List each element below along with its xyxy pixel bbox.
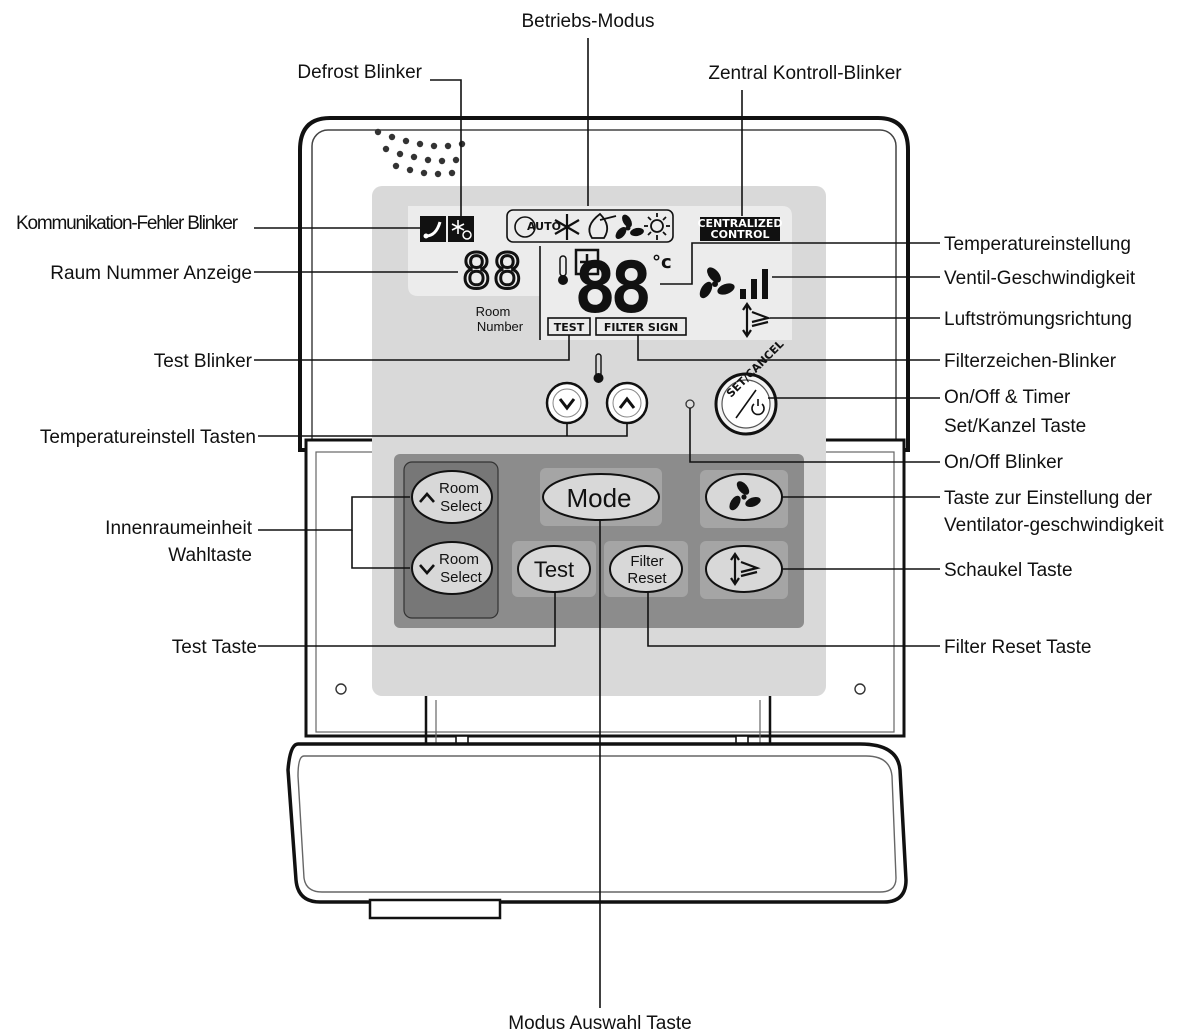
room-number-label-1: Room (476, 304, 511, 319)
swing-icon (742, 302, 772, 338)
label-innenraumeinheit-2: Wahltaste (168, 545, 252, 566)
label-onoff-timer-1: On/Off & Timer (944, 387, 1071, 408)
centralized-label-2: CONTROL (711, 228, 770, 241)
speaker-grille (374, 128, 466, 178)
mode-button-label: Mode (566, 483, 631, 513)
label-luftstroemungsrichtung: Luftströmungsrichtung (944, 309, 1132, 330)
label-modus-auswahl-taste: Modus Auswahl Taste (508, 1013, 691, 1034)
fan-icon (699, 267, 735, 299)
temperature-unit: °c (652, 252, 672, 273)
fan-icon (729, 481, 761, 511)
thermometer-icon (558, 255, 568, 285)
auto-mode-icon: AUTO (514, 216, 561, 238)
chevron-down-icon (419, 564, 435, 575)
room-select-down-label-1: Room (439, 551, 479, 568)
cover-lid (286, 742, 908, 904)
label-ventilator-2: Ventilator-geschwindigkeit (944, 515, 1164, 536)
label-innenraumeinheit-1: Innenraumeinheit (105, 518, 253, 539)
label-raum-nummer-anzeige: Raum Nummer Anzeige (50, 263, 252, 284)
label-temperatureinstell-tasten: Temperatureinstell Tasten (40, 427, 256, 448)
label-filter-reset-taste: Filter Reset Taste (944, 637, 1091, 658)
chevron-down-icon (558, 398, 576, 411)
temp-down-button[interactable] (545, 381, 589, 425)
fan-mode-icon (615, 214, 644, 239)
centralized-control-badge: CENTRALIZED CONTROL (697, 217, 783, 241)
room-select-down-label-2: Select (440, 569, 483, 586)
remote-controller: AUTO (286, 116, 910, 920)
label-defrost-blinker: Defrost Blinker (297, 62, 422, 83)
mode-icons-frame: AUTO (506, 209, 674, 243)
label-schaukel-taste: Schaukel Taste (944, 560, 1073, 581)
power-icon (751, 399, 765, 416)
room-number-label-2: Number (477, 319, 524, 334)
cover-lid-inner (297, 755, 897, 893)
label-temperatureinstellung: Temperatureinstellung (944, 234, 1131, 255)
label-onoff-blinker: On/Off Blinker (944, 452, 1064, 473)
room-select-up-button[interactable]: Room Select (411, 470, 493, 524)
filter-reset-button[interactable]: Filter Reset (609, 545, 683, 593)
swing-button[interactable] (705, 545, 783, 593)
label-zentral-kontroll-blinker: Zentral Kontroll-Blinker (708, 63, 902, 84)
onoff-led (685, 399, 695, 409)
chevron-up-icon (618, 396, 636, 409)
plus-minus-icon (574, 248, 600, 276)
snowflake-icon (448, 216, 474, 242)
label-ventilator-1: Taste zur Einstellung der (944, 488, 1153, 509)
mode-button[interactable]: Mode (542, 473, 660, 521)
auto-mode-label: AUTO (527, 220, 561, 233)
temp-button-thermometer-icon (593, 353, 604, 383)
swing-icon (730, 552, 761, 586)
label-ventil-geschwindigkeit: Ventil-Geschwindigkeit (944, 268, 1136, 289)
label-kommunikation-fehler-blinker: Kommunikation-Fehler Blinker (16, 213, 239, 234)
cool-mode-icon (554, 214, 580, 240)
filter-sign-label: FILTER SIGN (604, 321, 678, 334)
label-betriebs-modus: Betriebs-Modus (521, 11, 654, 32)
centralized-label-1: CENTRALIZED (697, 217, 782, 230)
room-select-up-label-2: Select (440, 498, 483, 515)
chevron-up-icon (419, 492, 435, 503)
test-indicator: TEST (547, 317, 591, 336)
cover-tab (368, 898, 502, 920)
screw-right (854, 683, 866, 695)
test-button[interactable]: Test (517, 545, 591, 593)
fan-speed-bars (740, 269, 768, 299)
room-number-digits: 88 (462, 244, 524, 300)
fan-speed-button[interactable] (705, 473, 783, 521)
room-select-down-button[interactable]: Room Select (411, 541, 493, 595)
label-test-blinker: Test Blinker (154, 351, 253, 372)
label-test-taste: Test Taste (172, 637, 257, 658)
label-onoff-timer-2: Set/Kanzel Taste (944, 416, 1086, 437)
room-select-up-label-1: Room (439, 480, 479, 497)
annotations: Betriebs-Modus Defrost Blinker Zentral K… (16, 11, 1164, 1034)
phone-icon (420, 216, 446, 242)
test-button-label: Test (534, 557, 574, 582)
screw-left (335, 683, 347, 695)
temp-up-button[interactable] (605, 381, 649, 425)
heat-mode-icon (644, 213, 670, 240)
filter-reset-label-1: Filter (630, 553, 663, 570)
dry-mode-icon (588, 212, 617, 239)
label-filterzeichen-blinker: Filterzeichen-Blinker (944, 351, 1117, 372)
lcd-window (408, 206, 792, 340)
leader-lines (254, 38, 940, 1008)
test-indicator-label: TEST (554, 321, 585, 334)
filter-sign-indicator: FILTER SIGN (595, 317, 687, 336)
temperature-digits: 88 (574, 247, 648, 329)
filter-reset-label-2: Reset (627, 570, 667, 587)
